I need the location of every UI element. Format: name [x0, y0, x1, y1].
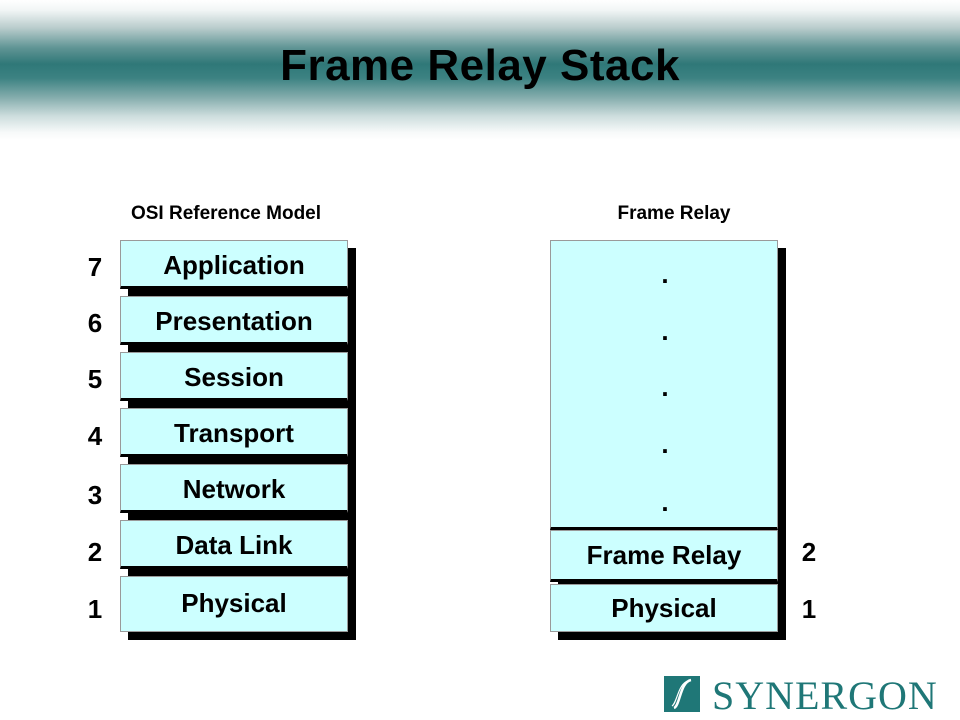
osi-layer-number: 5 — [87, 364, 103, 394]
s-swoosh-icon — [664, 676, 700, 712]
fr-layer-number: 1 — [801, 594, 817, 624]
title-banner — [0, 0, 960, 140]
osi-heading: OSI Reference Model — [130, 203, 322, 224]
osi-layer-session: Session — [120, 352, 348, 401]
osi-layer-data-link: Data Link — [120, 520, 348, 569]
osi-layer-number: 3 — [87, 480, 103, 510]
osi-layer-number: 7 — [87, 252, 103, 282]
osi-layer-number: 2 — [87, 537, 103, 567]
ellipsis-dot: . — [661, 429, 669, 459]
osi-layer-application: Application — [120, 240, 348, 289]
ellipsis-dot: . — [661, 316, 669, 346]
osi-layer-number: 1 — [87, 594, 103, 624]
ellipsis-dot: . — [661, 259, 669, 289]
osi-layer-network: Network — [120, 464, 348, 513]
fr-layer-number: 2 — [801, 537, 817, 567]
frame-relay-heading: Frame Relay — [617, 203, 731, 224]
osi-stack: Application Presentation Session Transpo… — [120, 240, 360, 640]
synergon-logo: SYNERGON — [664, 676, 954, 716]
fr-layer-frame-relay: Frame Relay — [550, 530, 778, 582]
fr-layer-physical: Physical — [550, 584, 778, 632]
logo-text: SYNERGON — [712, 673, 938, 718]
upper-layers-block: . . . . . — [550, 240, 778, 530]
page-title: Frame Relay Stack — [280, 41, 680, 90]
osi-layer-number: 4 — [87, 421, 103, 451]
ellipsis-dot: . — [661, 487, 669, 517]
osi-layer-presentation: Presentation — [120, 296, 348, 345]
frame-relay-stack: . . . . . Frame Relay Physical — [550, 240, 790, 640]
ellipsis-dot: . — [661, 372, 669, 402]
osi-layer-number: 6 — [87, 308, 103, 338]
osi-layer-physical: Physical — [120, 576, 348, 632]
osi-layer-transport: Transport — [120, 408, 348, 457]
